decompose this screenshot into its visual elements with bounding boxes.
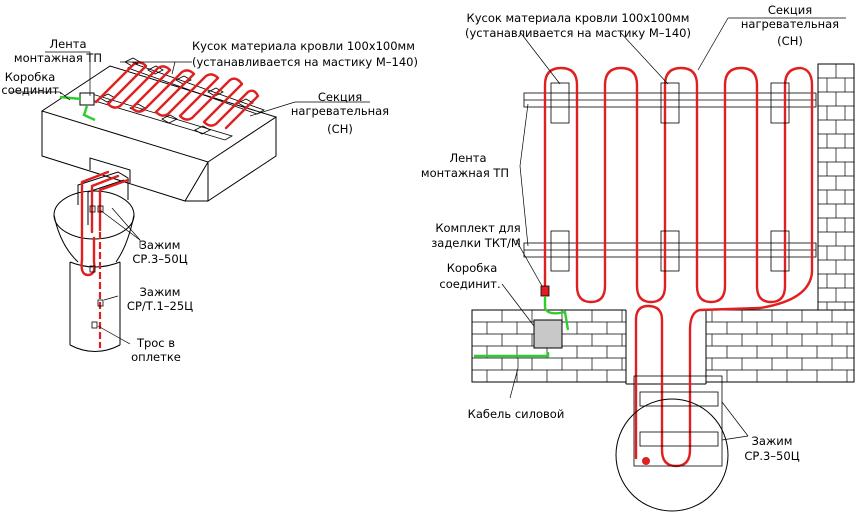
brick-wall-right	[817, 63, 855, 311]
label-section-left-3: (СН)	[327, 122, 353, 136]
drain-funnel-circle	[615, 398, 729, 512]
label-section-left-2: нагревательная	[291, 104, 389, 118]
label-clamp-right-1: Зажим	[752, 434, 793, 448]
label-rope-left-1: Трос в	[136, 336, 175, 350]
roofing-pieces-right	[550, 82, 790, 272]
label-tape-left-2: монтажная ТП	[14, 51, 102, 65]
right-front-view: Кусок материала кровли 100x100мм (устана…	[421, 3, 855, 512]
label-section-right-3: (СН)	[777, 34, 803, 48]
power-cable-left	[59, 95, 82, 101]
leaders-right	[501, 17, 846, 441]
label-cable-right: Кабель силовой	[468, 407, 565, 421]
label-piece-right-1: Кусок материала кровли 100x100мм	[467, 11, 690, 25]
heating-section-roof	[94, 61, 260, 130]
label-kit-right-1: Комплект для	[435, 221, 520, 235]
drain-opening	[89, 157, 131, 183]
label-piece-right-2: (устанавливается на мастику М–140)	[465, 26, 691, 40]
label-rope-left-2: оплетке	[131, 350, 181, 364]
label-section-left-1: Секция	[318, 90, 362, 104]
clamp-right-bottom	[639, 431, 719, 447]
label-clamp1-left-2: СР.3–50Ц	[132, 252, 187, 266]
label-kit-right-2: заделки ТКТ/М	[431, 236, 521, 250]
junction-box-right	[533, 319, 563, 349]
label-box-right-1: Коробка	[447, 261, 498, 275]
drain-funnel-top	[53, 190, 135, 240]
label-clamp2-left-1: Зажим	[140, 285, 181, 299]
clamp-right-top	[639, 391, 719, 407]
roof-side-face	[207, 117, 277, 202]
label-clamp1-left-1: Зажим	[140, 238, 181, 252]
roof-front-face	[41, 111, 209, 202]
label-clamp2-left-2: СР/Т.1–25Ц	[127, 299, 193, 313]
junction-box-left	[79, 92, 95, 106]
heating-section-right	[543, 66, 814, 468]
label-section-right-1: Секция	[768, 3, 812, 17]
label-tape-right-1: Лента	[450, 151, 487, 165]
label-piece-left-2: (устанавливается на мастику М–140)	[192, 55, 418, 69]
mounting-tapes-right	[523, 92, 817, 258]
clamps-left	[89, 205, 104, 329]
label-box-right-2: соединит.	[439, 277, 500, 291]
termination-kit-marker	[540, 285, 550, 297]
label-box-left-1: Коробка	[5, 70, 56, 84]
heating-cable-chute	[80, 170, 130, 262]
left-isometric-view: Лента монтажная ТП Коробка соединит. Кус…	[1, 37, 418, 364]
cable-end-marker	[642, 457, 650, 465]
label-tape-left-1: Лента	[50, 37, 87, 51]
leaders-left	[10, 51, 370, 345]
label-box-left-2: соединит.	[1, 83, 62, 97]
label-clamp-right-2: СР.3–50Ц	[744, 449, 799, 463]
label-tape-right-2: монтажная ТП	[421, 166, 509, 180]
label-section-right-2: нагревательная	[741, 17, 839, 31]
label-piece-left-1: Кусок материала кровли 100x100мм	[192, 39, 415, 53]
power-cable-right	[474, 296, 570, 358]
